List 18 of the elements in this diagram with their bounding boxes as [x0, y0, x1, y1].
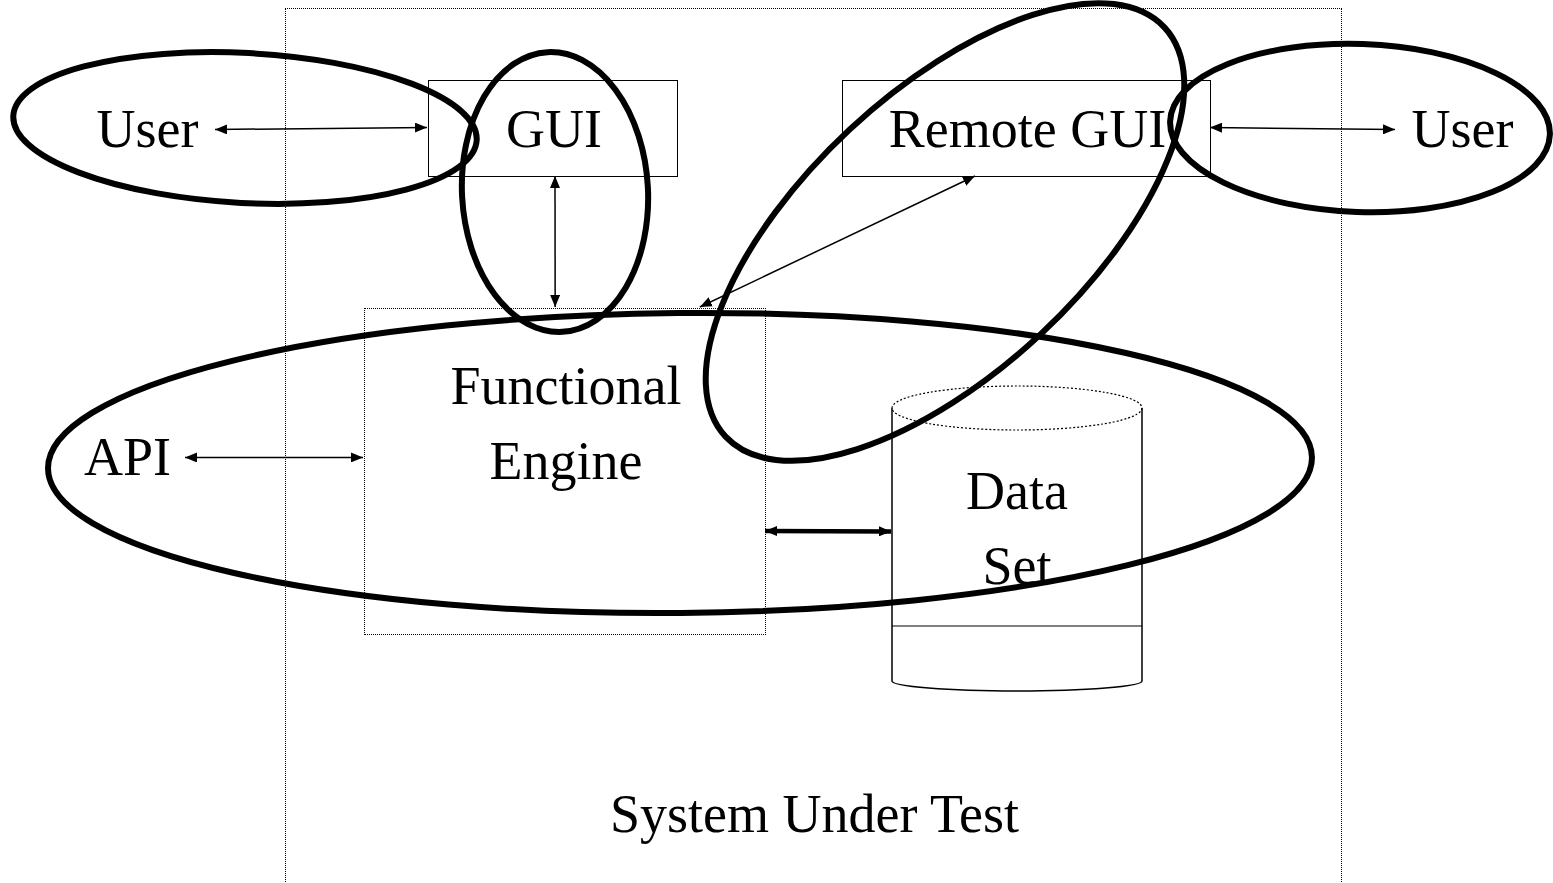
data-store-cylinder — [892, 386, 1142, 691]
double-arrow — [1209, 122, 1396, 135]
double-arrow — [214, 122, 428, 135]
component-label: Functional Engine — [449, 355, 683, 493]
actor-label: User — [1395, 92, 1530, 167]
double-arrow — [699, 175, 976, 308]
component-box — [842, 80, 1211, 177]
component-label: GUI — [505, 98, 603, 161]
double-arrow — [184, 452, 364, 463]
double-arrow — [765, 526, 891, 537]
actor-label: User — [80, 92, 215, 167]
system-boundary-box — [285, 8, 1342, 882]
component-label: Remote GUI — [887, 98, 1168, 161]
interface-label: API — [70, 420, 185, 495]
system-label: System Under Test — [608, 783, 1021, 846]
component-box — [428, 80, 678, 177]
component-box — [364, 308, 766, 635]
double-arrow — [550, 175, 561, 308]
